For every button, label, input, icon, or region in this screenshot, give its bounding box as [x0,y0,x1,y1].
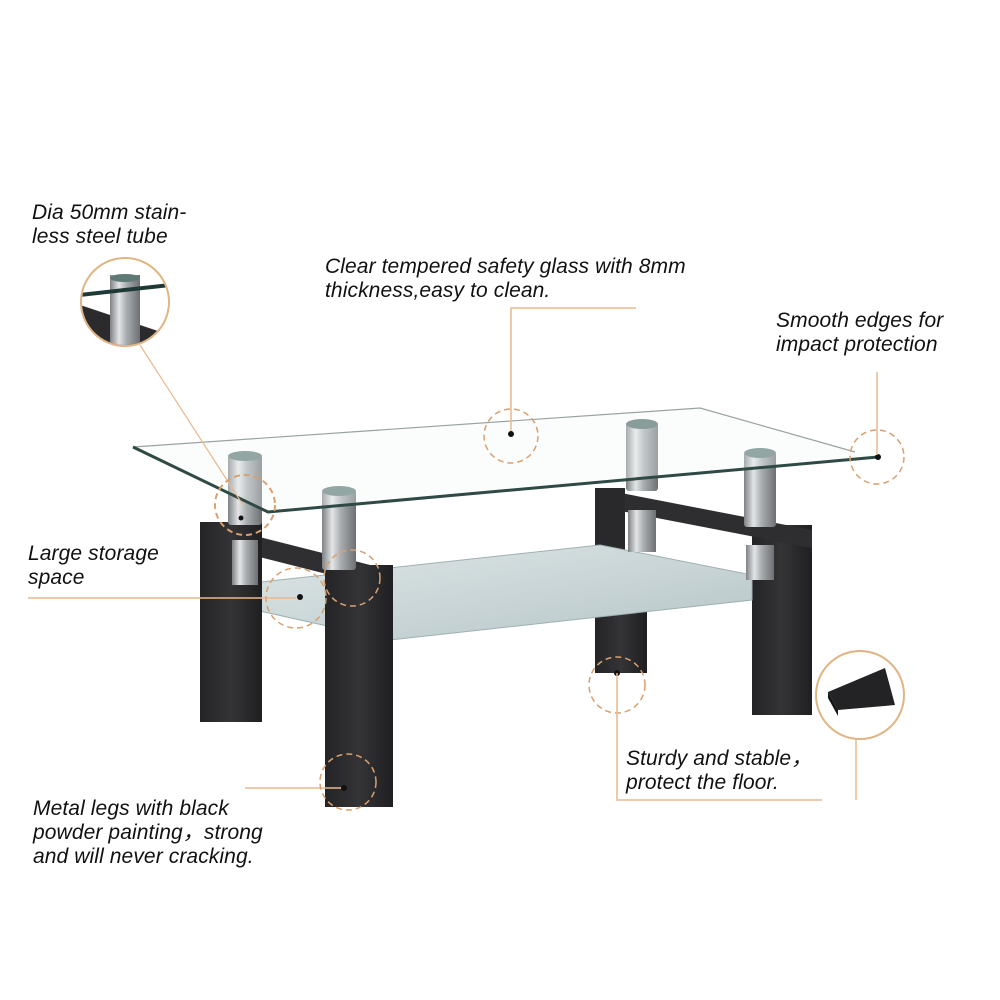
callout-edges-label: Smooth edges for impact protection [776,309,944,356]
callout-glass-label: Clear tempered safety glass with 8mm thi… [325,255,686,302]
callout-legs-label: Metal legs with black powder painting，st… [33,797,263,868]
glass-callout-pointer [483,307,636,464]
callout-tube-label: Dia 50mm stain- less steel tube [32,201,187,248]
callout-storage-label: Large storage space [28,542,159,589]
tempered-glass-top [132,407,881,514]
front-left-leg [200,522,393,807]
edges-callout-pointer [849,372,905,485]
tube-detail-magnifier [80,257,276,536]
steel-posts [228,419,776,585]
callout-floor-label: Sturdy and stable， protect the floor. [626,747,813,794]
storage-callout-pointer [28,549,381,629]
floor-callout-pointer [588,650,905,801]
legs-callout-pointer [245,753,377,811]
